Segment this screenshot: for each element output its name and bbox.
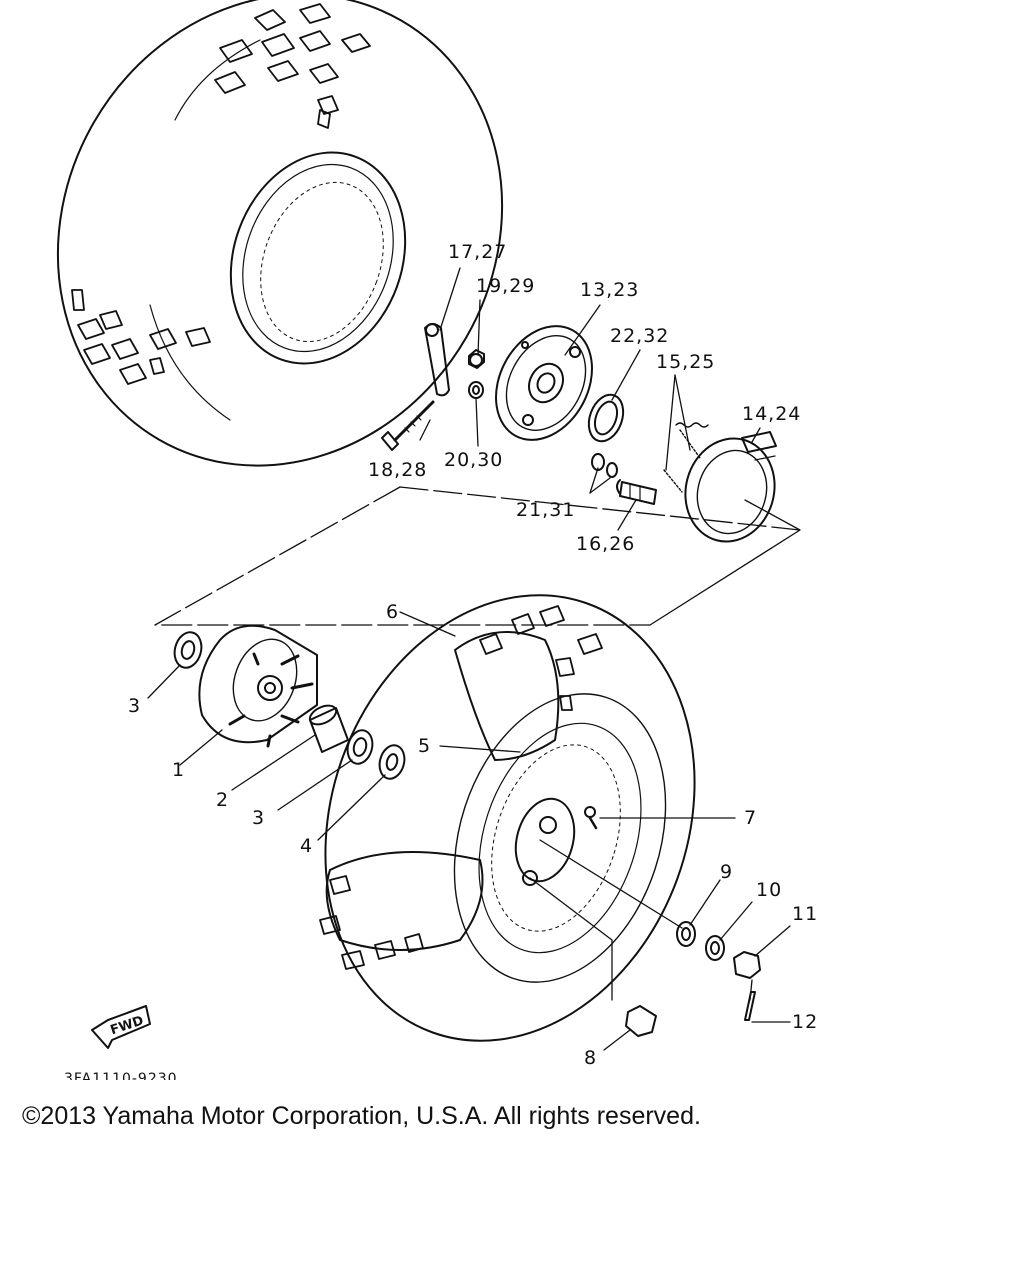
label-22-32: 22,32 (610, 325, 669, 347)
label-17-27: 17,27 (448, 241, 507, 263)
label-4: 4 (300, 835, 313, 857)
brake-assembly (381, 323, 777, 543)
label-14-24: 14,24 (742, 403, 801, 425)
leader-lines-upper (154, 267, 801, 626)
copyright-notice: ©2013 Yamaha Motor Corporation, U.S.A. A… (22, 1102, 701, 1130)
label-15-25: 15,25 (656, 351, 715, 373)
label-13-23: 13,23 (580, 279, 639, 301)
label-12: 12 (792, 1011, 818, 1033)
label-9: 9 (720, 861, 733, 883)
label-21-31: 21,31 (516, 499, 575, 521)
label-6: 6 (386, 601, 399, 623)
label-7: 7 (744, 807, 757, 829)
fwd-arrow-icon (91, 1005, 151, 1049)
label-18-28: 18,28 (368, 459, 427, 481)
label-3-bottom: 3 (252, 807, 265, 829)
label-3-top: 3 (128, 695, 141, 717)
drawing-code: 3FA1110-9230 (64, 1071, 178, 1080)
top-tire (56, 0, 504, 467)
label-1: 1 (172, 759, 185, 781)
label-11: 11 (792, 903, 818, 925)
leader-lines-lower (147, 611, 791, 1051)
lower-wheel (319, 594, 761, 1042)
label-19-29: 19,29 (476, 275, 535, 297)
label-16-26: 16,26 (576, 533, 635, 555)
label-8: 8 (584, 1047, 597, 1069)
label-5: 5 (418, 735, 431, 757)
label-10: 10 (756, 879, 782, 901)
label-2: 2 (216, 789, 229, 811)
hub-parts (173, 624, 406, 780)
parts-diagram: 17,27 19,29 13,23 22,32 15,25 14,24 18,2… (56, 0, 818, 1080)
label-20-30: 20,30 (444, 449, 503, 471)
